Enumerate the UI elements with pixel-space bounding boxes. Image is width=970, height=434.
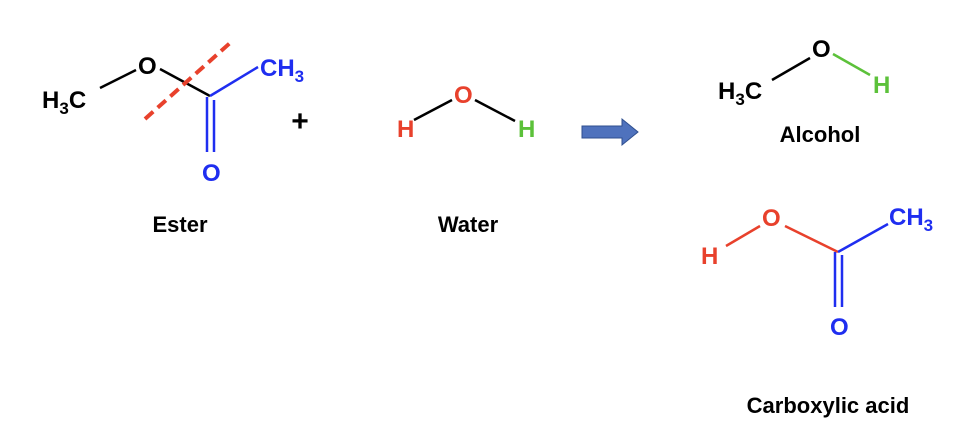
alcohol-h: H <box>873 72 890 99</box>
acid-hydroxyl-oxygen: O <box>762 205 781 232</box>
bond-o-c <box>784 224 839 254</box>
alcohol-oxygen: O <box>812 36 831 63</box>
carboxylic-acid-molecule: H O CH3 O Carboxylic acid <box>701 204 933 418</box>
ester-h3c: H3C <box>42 87 86 118</box>
bond-c-ch3 <box>837 222 889 254</box>
acid-ch3: CH3 <box>889 204 933 235</box>
ester-ch3: CH3 <box>260 55 304 86</box>
water-h-left: H <box>397 116 414 143</box>
bond-ch3-o <box>99 68 137 90</box>
ester-label: Ester <box>152 212 207 237</box>
reaction-arrow-icon <box>581 117 639 147</box>
water-molecule: H O H Water <box>397 82 535 237</box>
bond-c-ch3 <box>209 65 259 98</box>
water-oxygen: O <box>454 82 473 109</box>
plus-sign: + <box>291 105 309 138</box>
ester-ether-oxygen: O <box>138 53 157 80</box>
alcohol-molecule: H3C O H Alcohol <box>718 36 890 147</box>
ester-molecule: H3C O CH3 O Ester <box>42 41 304 237</box>
bond-c-o <box>771 56 811 82</box>
bond-o-h <box>832 52 871 77</box>
alcohol-h3c: H3C <box>718 78 762 109</box>
cleavage-dashed-line <box>143 41 232 121</box>
bond-h-o <box>413 98 453 122</box>
bond-o-h <box>474 98 516 123</box>
bond-h-o <box>725 224 761 248</box>
water-label: Water <box>438 212 499 237</box>
acid-carbonyl-oxygen: O <box>830 314 849 341</box>
water-h-right: H <box>518 116 535 143</box>
carboxylic-acid-label: Carboxylic acid <box>747 393 910 418</box>
acid-h: H <box>701 243 718 270</box>
ester-carbonyl-oxygen: O <box>202 160 221 187</box>
alcohol-label: Alcohol <box>780 122 861 147</box>
